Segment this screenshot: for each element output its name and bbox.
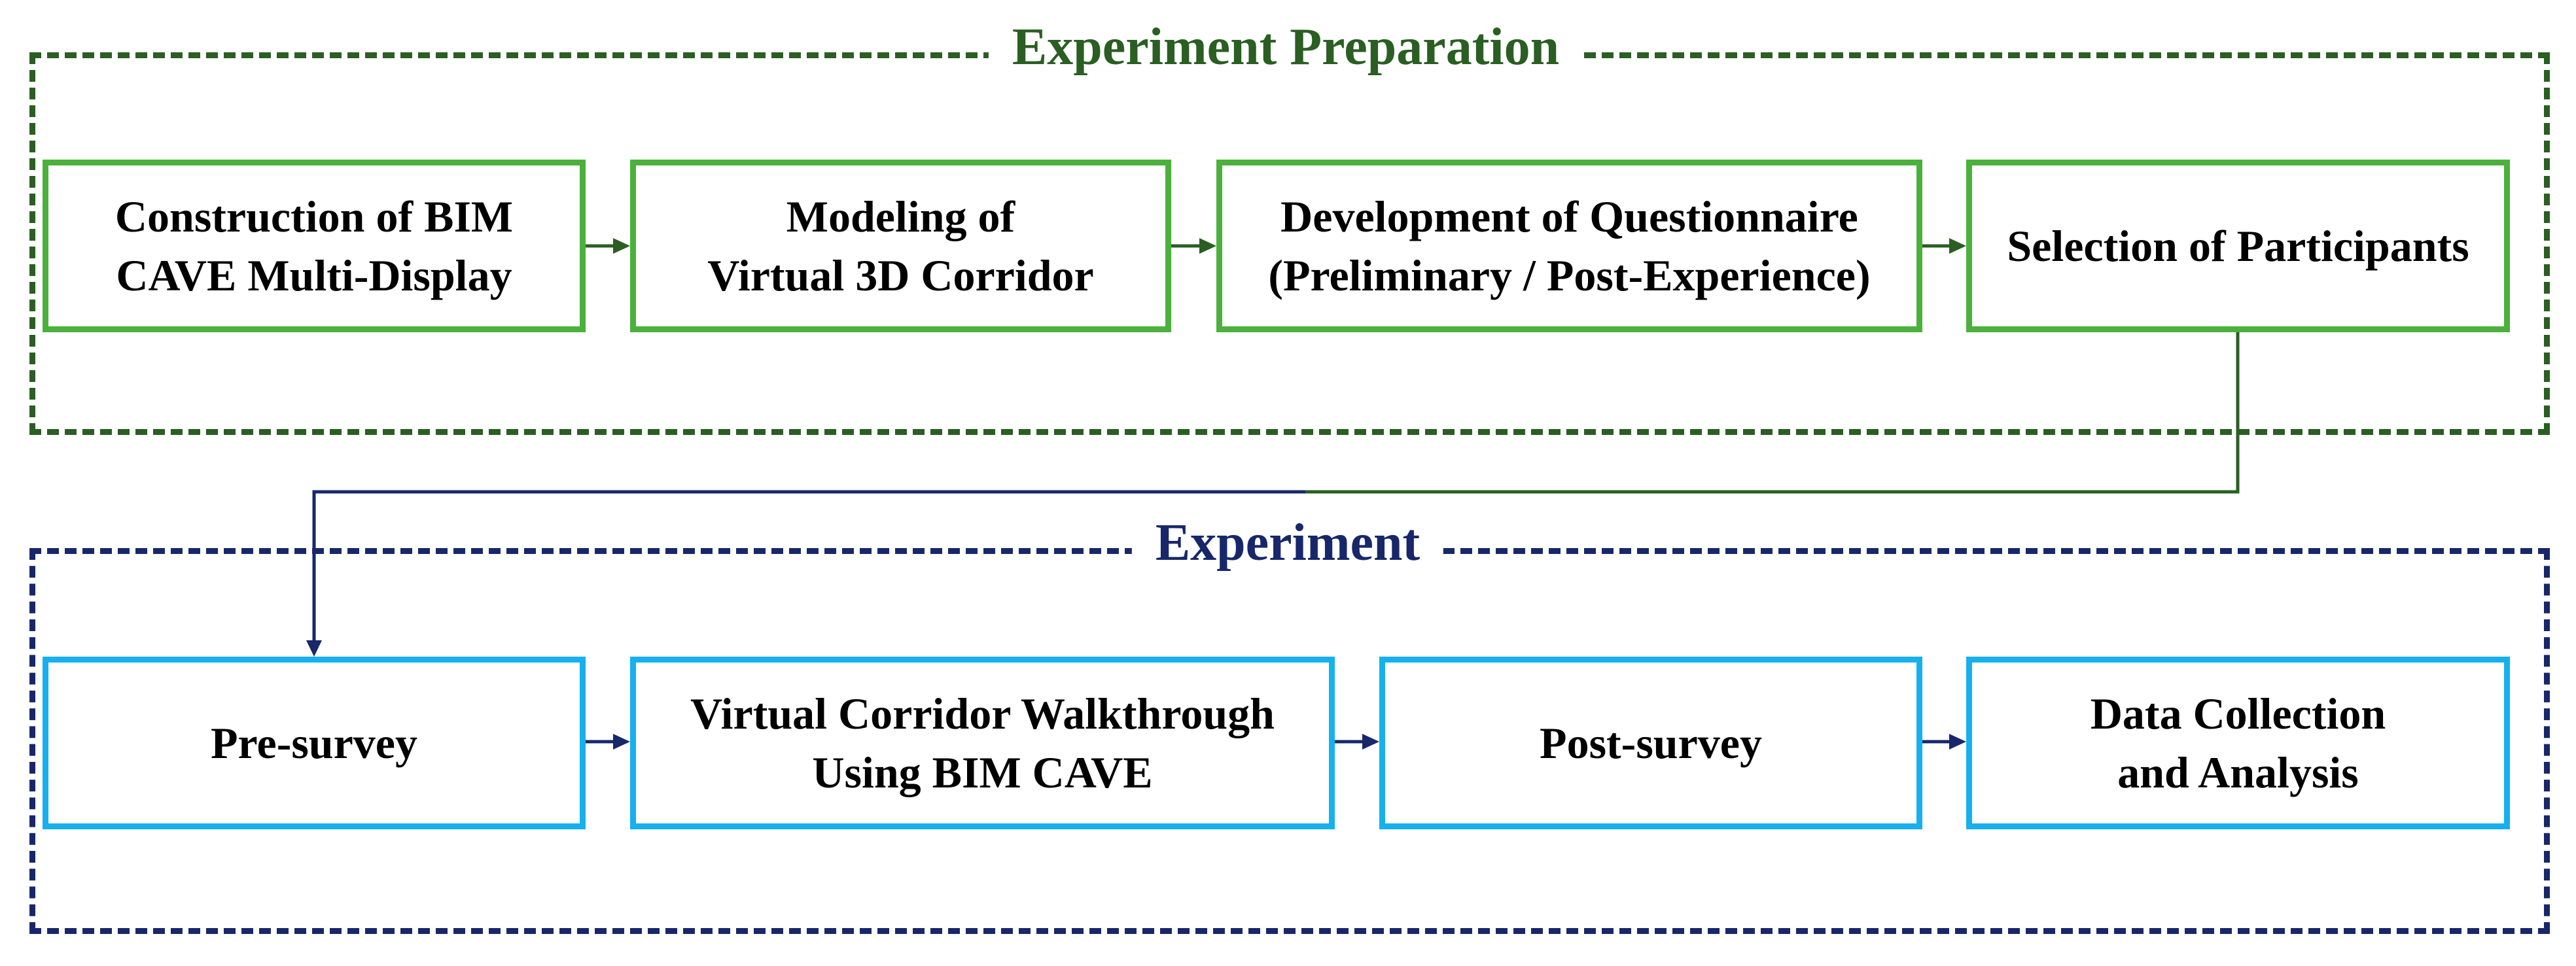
step-label: Pre-survey [211, 718, 417, 768]
step-label: Development of Questionnaire (Preliminar… [1268, 192, 1871, 300]
step-virtual-corridor-walkthrough: Virtual Corridor Walkthrough Using BIM C… [630, 657, 1335, 829]
experiment-preparation-title: Experiment Preparation [988, 14, 1583, 80]
step-pre-survey: Pre-survey [43, 657, 586, 829]
step-label: Data Collection and Analysis [2090, 689, 2386, 797]
step-modeling-virtual-corridor: Modeling of Virtual 3D Corridor [630, 160, 1171, 332]
step-data-collection-analysis: Data Collection and Analysis [1966, 657, 2510, 829]
step-label: Modeling of Virtual 3D Corridor [707, 192, 1094, 300]
step-development-of-questionnaire: Development of Questionnaire (Preliminar… [1216, 160, 1922, 332]
step-label: Post-survey [1540, 718, 1762, 768]
step-post-survey: Post-survey [1379, 657, 1922, 829]
experiment-title: Experiment [1131, 510, 1444, 576]
step-label: Virtual Corridor Walkthrough Using BIM C… [690, 689, 1275, 797]
step-selection-of-participants: Selection of Participants [1966, 160, 2510, 332]
step-label: Selection of Participants [2007, 221, 2469, 271]
step-construction-of-bim-cave: Construction of BIM CAVE Multi-Display [43, 160, 586, 332]
step-label: Construction of BIM CAVE Multi-Display [115, 192, 514, 300]
